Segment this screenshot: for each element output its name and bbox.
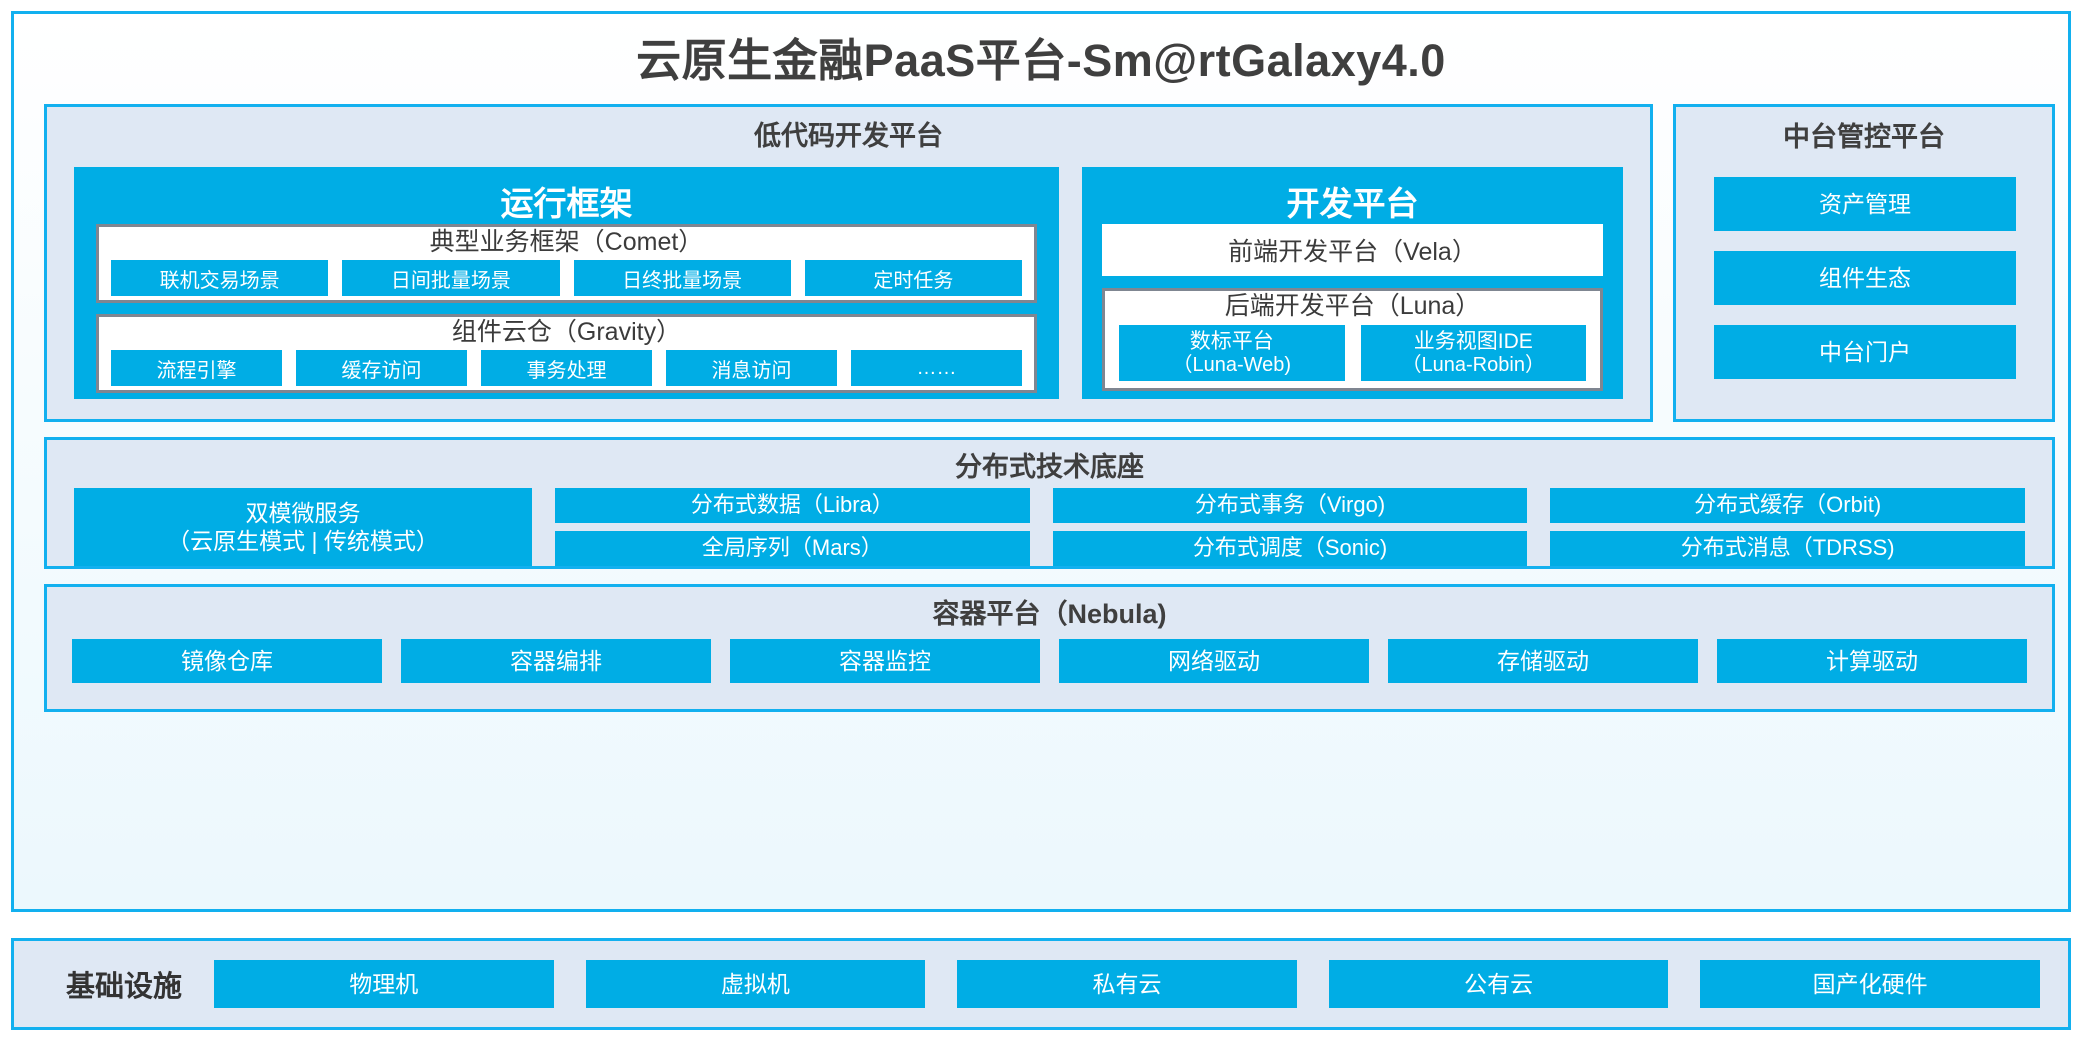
infrastructure-panel: 基础设施 物理机 虚拟机 私有云 公有云 国产化硬件 [11,938,2071,1030]
distributed-item-orbit[interactable]: 分布式缓存（Orbit) [1550,488,2026,523]
dev-platform-block: 开发平台 前端开发平台（Vela） 后端开发平台（Luna） 数标平台 （Lun… [1082,167,1623,399]
lowcode-inner-row: 运行框架 典型业务框架（Comet） 联机交易场景 日间批量场景 日终批量场景 … [74,167,1623,399]
dual-mode-line1: 双模微服务 [245,499,361,526]
comet-chip[interactable]: 日终批量场景 [573,260,791,296]
distributed-item-sonic[interactable]: 分布式调度（Sonic) [1052,531,1528,566]
backend-sub-items: 数标平台 （Luna-Web) 业务视图IDE （Luna-Robin） [1105,325,1600,381]
gravity-chip[interactable]: 流程引擎 [111,350,282,386]
dev-platform-title: 开发平台 [1286,185,1419,222]
infrastructure-item-private-cloud[interactable]: 私有云 [957,960,1297,1008]
container-platform-grid: 镜像仓库 容器编排 容器监控 网络驱动 存储驱动 计算驱动 [72,639,2027,683]
control-platform-items: 资产管理 组件生态 中台门户 [1714,177,2016,379]
control-platform-item-asset[interactable]: 资产管理 [1714,177,2016,231]
container-item-image-repo[interactable]: 镜像仓库 [72,639,382,683]
container-item-storage-driver[interactable]: 存储驱动 [1388,639,1698,683]
distributed-item-tdrss[interactable]: 分布式消息（TDRSS) [1550,531,2026,566]
runtime-framework-block: 运行框架 典型业务框架（Comet） 联机交易场景 日间批量场景 日终批量场景 … [74,167,1059,399]
dual-mode-microservice-item[interactable]: 双模微服务 （云原生模式 | 传统模式） [74,488,532,566]
gravity-chip-strip: 流程引擎 缓存访问 事务处理 消息访问 …… [99,350,1034,386]
luna-web-code: （Luna-Web) [1172,354,1292,377]
infrastructure-item-public-cloud[interactable]: 公有云 [1328,960,1669,1008]
page-title: 云原生金融PaaS平台-Sm@rtGalaxy4.0 [636,35,1446,86]
platform-outer-card: 云原生金融PaaS平台-Sm@rtGalaxy4.0 低代码开发平台 运行框架 … [11,11,2071,912]
distributed-base-panel: 分布式技术底座 双模微服务 （云原生模式 | 传统模式） 分布式数据（Libra… [44,437,2055,569]
lowcode-platform-panel: 低代码开发平台 运行框架 典型业务框架（Comet） 联机交易场景 日间批量场景… [44,104,1653,422]
container-item-network-driver[interactable]: 网络驱动 [1059,639,1369,683]
gravity-chip[interactable]: 缓存访问 [296,350,467,386]
container-item-monitoring[interactable]: 容器监控 [730,639,1040,683]
dual-mode-line2: （云原生模式 | 传统模式） [167,528,439,554]
container-item-orchestration[interactable]: 容器编排 [401,639,711,683]
backend-dev-platform-box: 后端开发平台（Luna） 数标平台 （Luna-Web) 业务视图IDE （Lu… [1102,288,1603,391]
distributed-base-column: 分布式缓存（Orbit) 分布式消息（TDRSS) [1550,488,2026,566]
control-platform-panel: 中台管控平台 资产管理 组件生态 中台门户 [1673,104,2055,422]
distributed-item-mars[interactable]: 全局序列（Mars） [555,531,1030,566]
distributed-item-virgo[interactable]: 分布式事务（Virgo) [1052,488,1528,523]
distributed-base-column: 分布式事务（Virgo) 分布式调度（Sonic) [1052,488,1528,566]
container-platform-title: 容器平台（Nebula) [932,599,1167,629]
comet-chip-strip: 联机交易场景 日间批量场景 日终批量场景 定时任务 [99,260,1034,296]
container-platform-panel: 容器平台（Nebula) 镜像仓库 容器编排 容器监控 网络驱动 存储驱动 计算… [44,584,2055,712]
comet-chip[interactable]: 定时任务 [804,260,1022,296]
control-platform-title: 中台管控平台 [1783,122,1945,152]
luna-robin-code: （Luna-Robin） [1401,354,1545,377]
infrastructure-item-virtual[interactable]: 虚拟机 [585,960,926,1008]
luna-web-name: 数标平台 [1189,329,1274,353]
gravity-chip[interactable]: 消息访问 [666,350,837,386]
luna-robin-item[interactable]: 业务视图IDE （Luna-Robin） [1360,325,1586,381]
lowcode-platform-title: 低代码开发平台 [754,121,943,151]
distributed-base-grid: 双模微服务 （云原生模式 | 传统模式） 分布式数据（Libra） 全局序列（M… [74,488,2026,566]
frontend-dev-platform-box[interactable]: 前端开发平台（Vela） [1102,224,1603,276]
infrastructure-item-physical[interactable]: 物理机 [214,960,554,1008]
infrastructure-items: 物理机 虚拟机 私有云 公有云 国产化硬件 [214,960,2068,1008]
luna-web-item[interactable]: 数标平台 （Luna-Web) [1119,325,1345,381]
container-item-compute-driver[interactable]: 计算驱动 [1717,639,2027,683]
distributed-base-title: 分布式技术底座 [955,452,1144,482]
comet-title: 典型业务框架（Comet） [429,228,704,256]
backend-dev-platform-title: 后端开发平台（Luna） [1224,292,1481,320]
gravity-box: 组件云仓（Gravity） 流程引擎 缓存访问 事务处理 消息访问 …… [96,314,1037,393]
runtime-framework-title: 运行框架 [500,185,633,222]
comet-chip[interactable]: 联机交易场景 [111,260,329,296]
gravity-chip[interactable]: 事务处理 [481,350,652,386]
control-platform-item-component[interactable]: 组件生态 [1714,251,2016,305]
comet-box: 典型业务框架（Comet） 联机交易场景 日间批量场景 日终批量场景 定时任务 [96,224,1037,303]
gravity-chip-more[interactable]: …… [851,350,1022,386]
infrastructure-label: 基础设施 [65,971,182,1003]
gravity-title: 组件云仓（Gravity） [451,318,682,346]
infrastructure-item-domestic-hardware[interactable]: 国产化硬件 [1700,960,2040,1008]
control-platform-item-portal[interactable]: 中台门户 [1714,325,2016,379]
distributed-base-column: 分布式数据（Libra） 全局序列（Mars） [555,488,1030,566]
luna-robin-name: 业务视图IDE [1413,329,1533,353]
comet-chip[interactable]: 日间批量场景 [342,260,560,296]
distributed-item-libra[interactable]: 分布式数据（Libra） [555,488,1030,523]
